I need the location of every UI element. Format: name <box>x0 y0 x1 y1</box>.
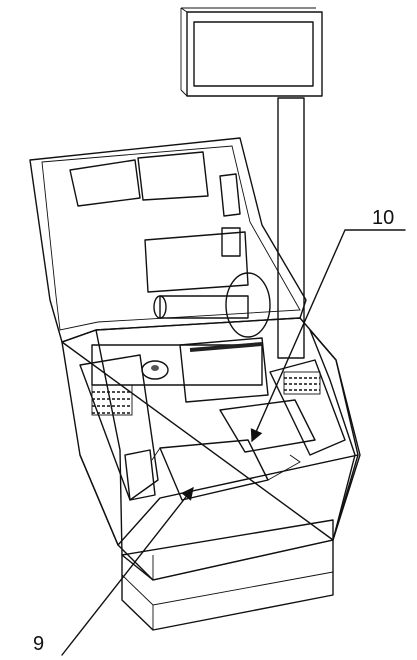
right-keypad <box>283 371 321 395</box>
customer-display <box>180 7 323 359</box>
left-keypad <box>91 384 133 416</box>
callout-label-10: 10 <box>372 207 394 229</box>
slip-paper-tray <box>151 399 316 501</box>
right-keypad-panel <box>269 359 346 456</box>
left-keypad-panel <box>79 354 159 501</box>
callout-label-9: 9 <box>33 633 44 655</box>
printer-lid <box>29 137 307 343</box>
paper-roll <box>91 272 271 403</box>
printer-base <box>121 519 334 631</box>
callout-9: 9 <box>33 487 194 656</box>
callout-10: 10 <box>250 207 406 443</box>
